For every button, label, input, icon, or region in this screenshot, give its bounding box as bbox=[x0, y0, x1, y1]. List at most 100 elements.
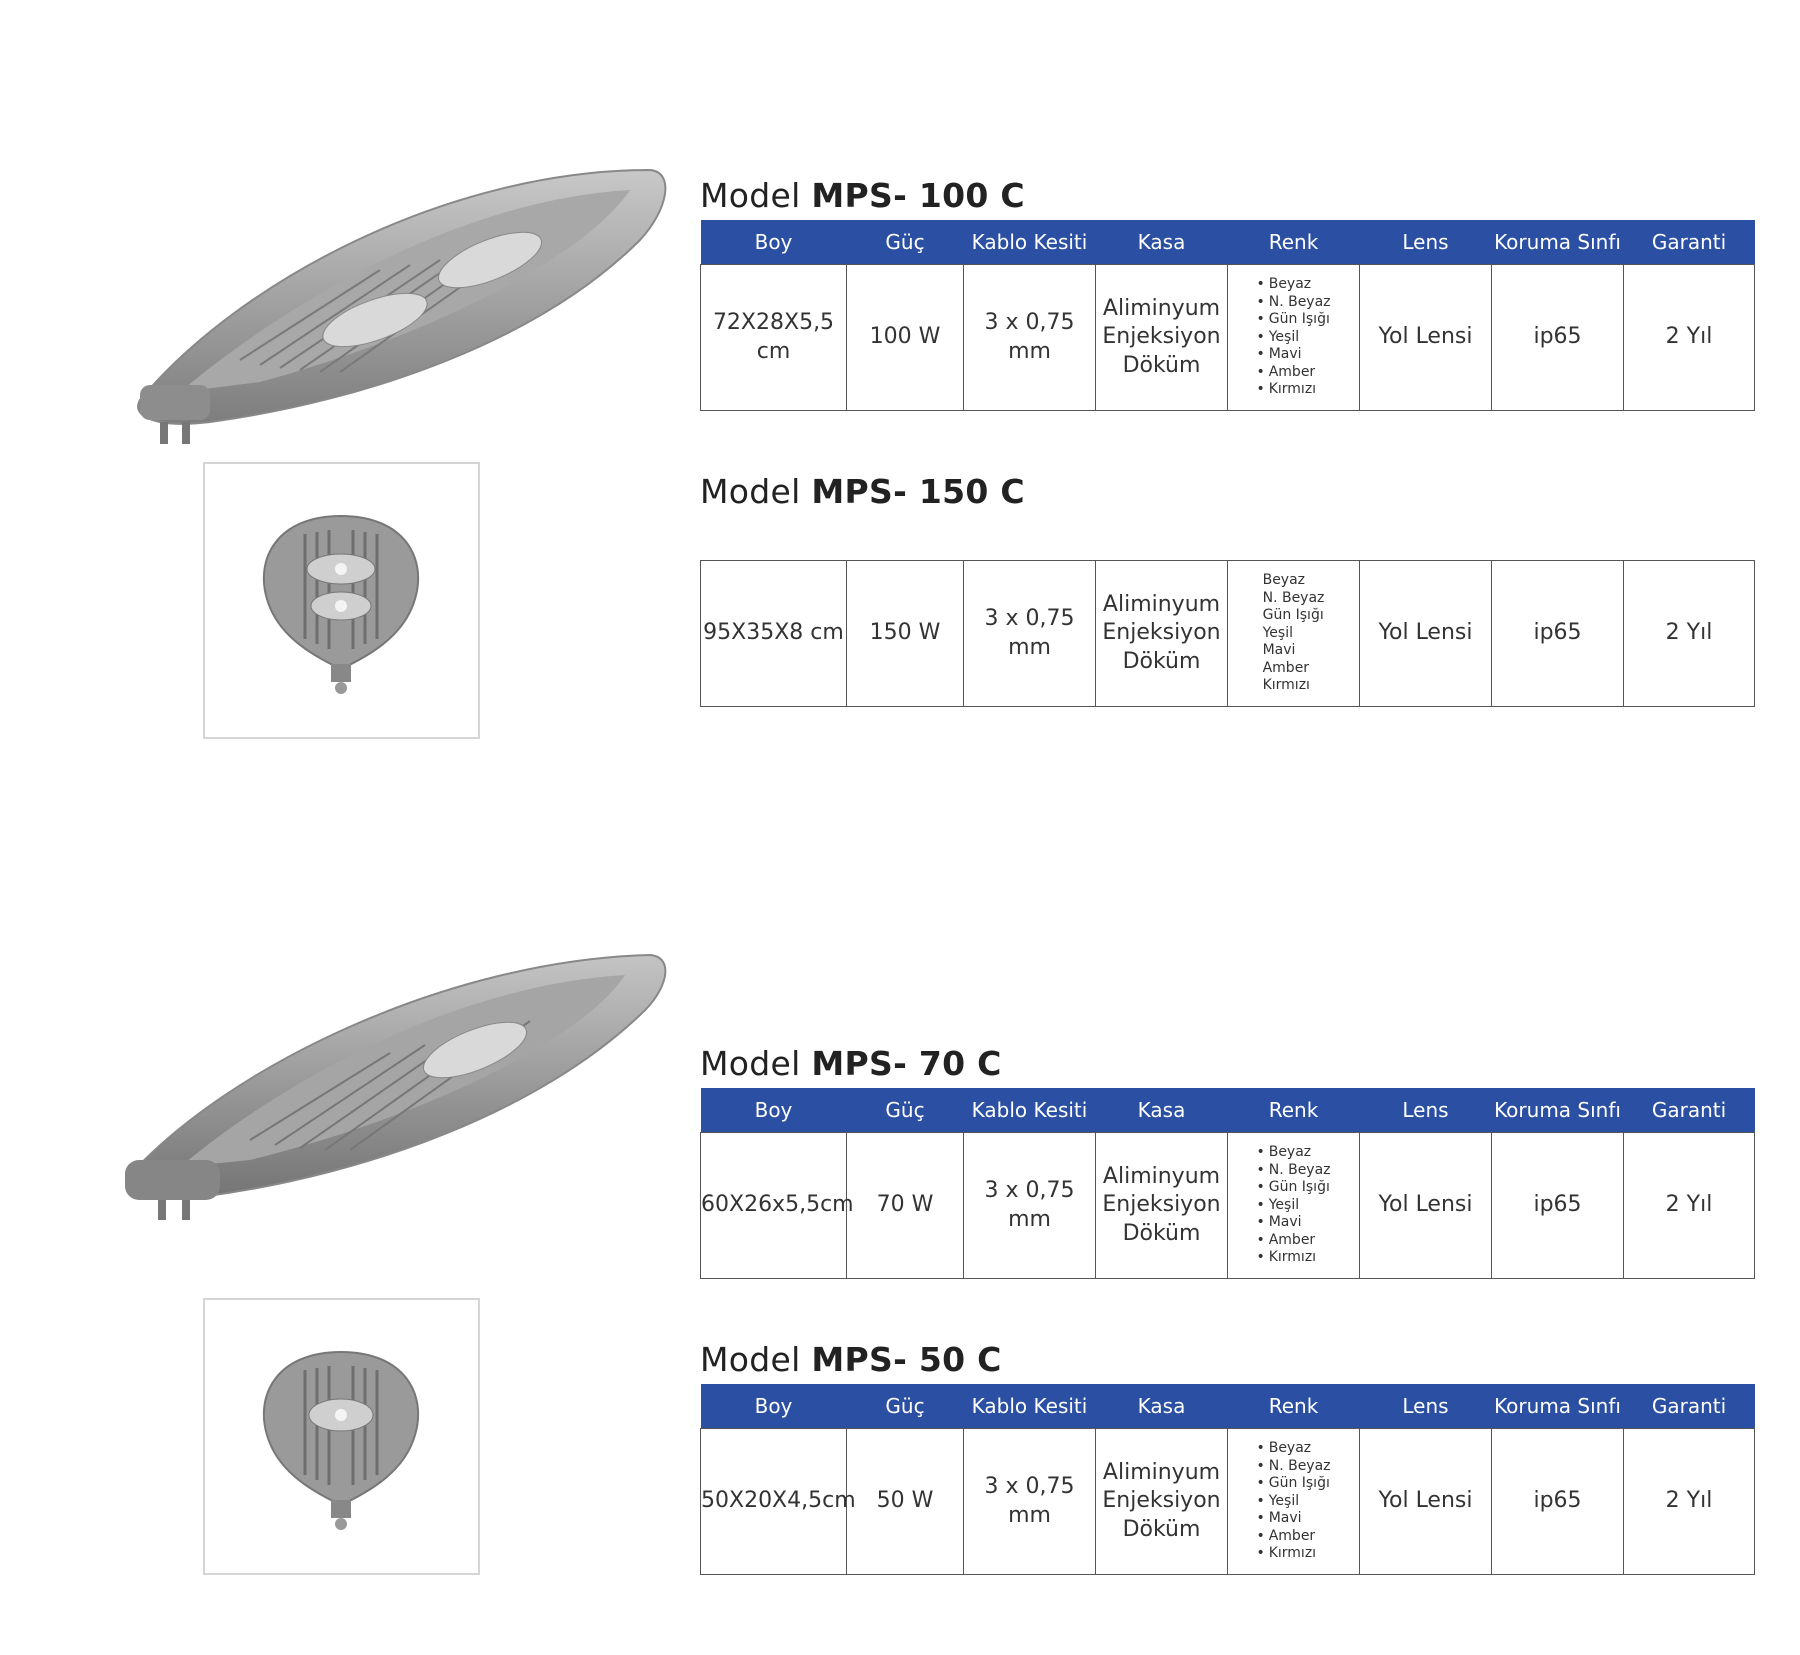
column-header: Güç bbox=[846, 1088, 964, 1133]
cell-kablo: 3 x 0,75 mm bbox=[963, 264, 1096, 411]
column-header: Lens bbox=[1359, 1088, 1492, 1133]
column-header bbox=[846, 516, 964, 561]
renk-item: Kırmızı bbox=[1256, 1545, 1330, 1563]
cell-boy: 72X28X5,5 cm bbox=[700, 264, 847, 411]
model-prefix: Model bbox=[700, 472, 812, 511]
table-header-row bbox=[700, 516, 1755, 561]
cell-garanti: 2 Yıl bbox=[1623, 1428, 1755, 1575]
column-header bbox=[1491, 516, 1624, 561]
cell-guc: 150 W bbox=[846, 560, 964, 707]
cell-lens: Yol Lensi bbox=[1359, 1132, 1492, 1279]
cell-garanti: 2 Yıl bbox=[1623, 1132, 1755, 1279]
renk-item: Mavi bbox=[1256, 1510, 1330, 1528]
kasa-line: Enjeksiyon bbox=[1102, 620, 1221, 646]
column-header: Koruma Sınfı bbox=[1491, 1088, 1624, 1133]
cell-lens: Yol Lensi bbox=[1359, 264, 1492, 411]
column-header: Kasa bbox=[1095, 1088, 1228, 1133]
column-header: Boy bbox=[700, 1088, 847, 1133]
renk-item: Yeşil bbox=[1256, 1197, 1330, 1215]
cell-koruma: ip65 bbox=[1491, 264, 1624, 411]
cell-garanti: 2 Yıl bbox=[1623, 264, 1755, 411]
model-code: MPS- 100 C bbox=[811, 176, 1025, 215]
renk-item: Mavi bbox=[1262, 642, 1296, 659]
cell-koruma: ip65 bbox=[1491, 1428, 1624, 1575]
kasa-line: Aliminyum bbox=[1102, 295, 1221, 321]
column-header bbox=[1095, 516, 1228, 561]
renk-item: Mavi bbox=[1256, 1214, 1330, 1232]
kasa-line: Enjeksiyon bbox=[1102, 1192, 1221, 1218]
renk-item: Amber bbox=[1256, 1232, 1330, 1250]
cell-lens: Yol Lensi bbox=[1359, 1428, 1492, 1575]
column-header: Garanti bbox=[1623, 220, 1755, 265]
column-header: Kasa bbox=[1095, 1384, 1228, 1429]
cell-garanti: 2 Yıl bbox=[1623, 560, 1755, 707]
cell-koruma: ip65 bbox=[1491, 560, 1624, 707]
kasa-line: Aliminyum bbox=[1102, 591, 1221, 617]
cell-lens: Yol Lensi bbox=[1359, 560, 1492, 707]
renk-item: N. Beyaz bbox=[1256, 294, 1331, 312]
model-code: MPS- 150 C bbox=[811, 472, 1025, 511]
renk-item: Beyaz bbox=[1256, 276, 1330, 294]
renk-item: N. Beyaz bbox=[1256, 1162, 1331, 1180]
renk-item: Kırmızı bbox=[1256, 1249, 1330, 1267]
front-view-frame bbox=[203, 462, 480, 739]
column-header: Güç bbox=[846, 220, 964, 265]
model-code: MPS- 50 C bbox=[811, 1340, 1002, 1379]
cell-guc: 50 W bbox=[846, 1428, 964, 1575]
column-header: Renk bbox=[1227, 1384, 1360, 1429]
model-title: Model MPS- 50 C bbox=[700, 1340, 1002, 1379]
kasa-line: Döküm bbox=[1122, 352, 1201, 378]
column-header bbox=[1227, 516, 1360, 561]
column-header: Renk bbox=[1227, 220, 1360, 265]
renk-item: Amber bbox=[1256, 364, 1330, 382]
column-header bbox=[1359, 516, 1492, 561]
column-header: Kablo Kesiti bbox=[963, 1088, 1096, 1133]
renk-item: Mavi bbox=[1256, 346, 1330, 364]
column-header: Güç bbox=[846, 1384, 964, 1429]
model-prefix: Model bbox=[700, 1044, 812, 1083]
column-header: Kablo Kesiti bbox=[963, 220, 1096, 265]
model-title: Model MPS- 150 C bbox=[700, 472, 1025, 511]
renk-item: N. Beyaz bbox=[1256, 1458, 1331, 1476]
column-header: Garanti bbox=[1623, 1384, 1755, 1429]
renk-item: Gün Işığı bbox=[1256, 311, 1330, 329]
kasa-line: Döküm bbox=[1122, 1220, 1201, 1246]
renk-item: Kırmızı bbox=[1262, 677, 1310, 694]
column-header: Renk bbox=[1227, 1088, 1360, 1133]
cell-guc: 70 W bbox=[846, 1132, 964, 1279]
renk-item: Amber bbox=[1262, 659, 1310, 676]
model-title: Model MPS- 70 C bbox=[700, 1044, 1002, 1083]
street-lamp-side-icon bbox=[125, 953, 667, 1220]
column-header: Kablo Kesiti bbox=[963, 1384, 1096, 1429]
column-header: Koruma Sınfı bbox=[1491, 1384, 1624, 1429]
kasa-line: Döküm bbox=[1122, 648, 1201, 674]
kasa-line: Aliminyum bbox=[1102, 1459, 1221, 1485]
model-title: Model MPS- 100 C bbox=[700, 176, 1025, 215]
kasa-line: Enjeksiyon bbox=[1102, 324, 1221, 350]
street-lamp-front-icon bbox=[262, 1350, 420, 1530]
street-lamp-front-icon bbox=[262, 514, 420, 694]
column-header: Boy bbox=[700, 220, 847, 265]
column-header: Koruma Sınfı bbox=[1491, 220, 1624, 265]
column-header bbox=[1623, 516, 1755, 561]
renk-item: Beyaz bbox=[1256, 1144, 1330, 1162]
renk-item: Amber bbox=[1256, 1528, 1330, 1546]
renk-item: Beyaz bbox=[1262, 572, 1306, 589]
cell-kablo: 3 x 0,75 mm bbox=[963, 560, 1096, 707]
